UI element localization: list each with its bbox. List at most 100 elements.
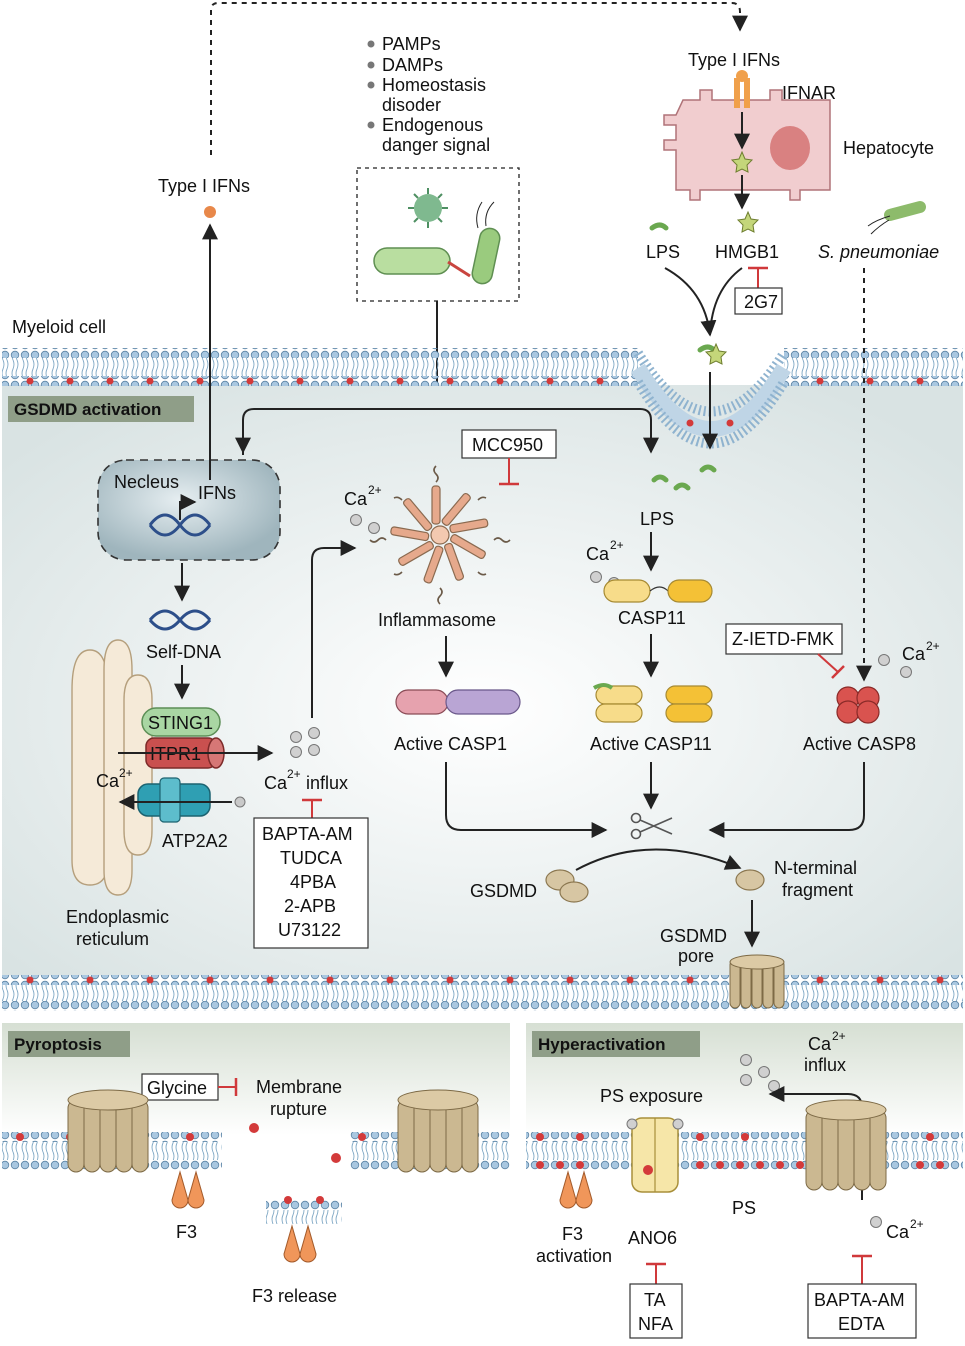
ifn-dot — [204, 206, 216, 218]
casp11-protein-icon — [603, 579, 713, 603]
n-terminal-label-1: N-terminal — [774, 858, 857, 878]
signal-homeostasis: Homeostasis — [382, 75, 486, 95]
z-ietd-inhibit-bar — [831, 665, 845, 679]
lps-fragment-icon — [651, 474, 669, 483]
hyperactivation-badge — [532, 1031, 700, 1057]
hmgb1-in-pit-icon — [704, 342, 728, 365]
ano6-channel-icon — [631, 1117, 679, 1193]
hmgb1-merge-arrow — [709, 267, 743, 336]
inflammasome-complex-icon — [369, 465, 511, 605]
type1-ifns-right-label: Type I IFNs — [688, 50, 780, 70]
lps-in-pit-icon — [697, 344, 717, 353]
inflammasome-ca-charge: 2+ — [368, 483, 382, 497]
active-casp11-label: Active CASP11 — [590, 734, 712, 754]
type1-ifns-left-label: Type I IFNs — [158, 176, 250, 196]
sting1-protein — [141, 707, 221, 737]
2g7-box — [734, 287, 783, 315]
myeloid-cell-label: Myeloid cell — [12, 317, 106, 337]
casp11-ca: Ca — [586, 544, 610, 564]
er-ca-label: Ca — [96, 771, 120, 791]
active-casp11-protein-icon — [592, 683, 713, 723]
casp11-label: CASP11 — [618, 608, 686, 628]
lps-merge-arrow — [664, 267, 717, 337]
ca-inhibitor-5: U73122 — [278, 920, 341, 940]
pyroptosis-badge — [8, 1031, 130, 1057]
ca-ion-icon — [870, 1216, 882, 1228]
er-label-1: Endoplasmic — [66, 907, 169, 927]
inflammasome-ca: Ca — [344, 489, 368, 509]
z-ietd-label: Z-IETD-FMK — [732, 629, 834, 649]
ca-inhibitor-4: 2-APB — [284, 896, 336, 916]
atp2a2-pump — [137, 777, 211, 823]
gsdmd-activation-title: GSDMD activation — [14, 400, 161, 419]
ps-head-icon — [626, 1118, 638, 1130]
feedback-loop-arrow — [242, 408, 659, 455]
active-casp8-label: Active CASP8 — [803, 734, 916, 754]
z-ietd-box — [725, 623, 843, 655]
hepatocyte-label: Hepatocyte — [843, 138, 934, 158]
ca-inhibitor-box — [253, 817, 369, 949]
hyper-ca-bottom-charge: 2+ — [910, 1217, 924, 1231]
hyper-influx-label: influx — [804, 1055, 846, 1075]
casp11-ca-charge: 2+ — [610, 538, 624, 552]
hmgb1-free-icon — [736, 210, 760, 233]
self-dna-label: Self-DNA — [146, 642, 221, 662]
ca-influx-ca: Ca — [264, 773, 288, 793]
bottom-membrane — [2, 975, 963, 1011]
f3-label: F3 — [176, 1222, 197, 1242]
lps-fragment-icon — [699, 464, 717, 473]
transcription-arrow — [179, 494, 197, 520]
ano6-inhibitor-2: NFA — [638, 1314, 673, 1334]
nucleus — [97, 459, 281, 561]
ano6-inhibitor-1: TA — [644, 1290, 666, 1310]
scissors-icon — [630, 812, 673, 840]
gsdmd-protein-icon — [545, 869, 589, 903]
signal-endogenous: Endogenous — [382, 115, 483, 135]
n-terminal-icon — [735, 869, 765, 891]
f3-activation-label-1: F3 — [562, 1224, 583, 1244]
s-pneumoniae-icon — [884, 201, 926, 221]
ca-ion-icon — [878, 654, 890, 666]
pore-icon — [67, 1089, 149, 1173]
ca-to-inflammasome-arrow — [311, 540, 357, 718]
ca-ion-icon — [590, 571, 602, 583]
hyper-ca: Ca — [808, 1034, 832, 1054]
hyper-membrane — [526, 1132, 963, 1170]
ca-inhibitor-2: TUDCA — [280, 848, 342, 868]
membrane-rupture-2: rupture — [270, 1099, 327, 1119]
f3-activation-label-2: activation — [536, 1246, 612, 1266]
casp8-cleave-arrow — [708, 762, 865, 838]
lps-inside-label: LPS — [640, 509, 674, 529]
n-terminal-label-2: fragment — [782, 880, 853, 900]
ps-head-icon — [672, 1118, 684, 1130]
ifn-loop-dashed-line — [210, 1, 748, 155]
ano6-inhibitor-box — [629, 1283, 683, 1339]
inflammasome-label: Inflammasome — [378, 610, 496, 630]
ifnar-label: IFNAR — [782, 83, 836, 103]
top-membrane — [2, 348, 963, 449]
ca-ion-icon — [368, 522, 380, 534]
f3-release-label: F3 release — [252, 1286, 337, 1306]
signal-disoder: disoder — [382, 95, 441, 115]
ifnar-receptor-icon — [734, 70, 750, 108]
ano6-label: ANO6 — [628, 1228, 677, 1248]
hyper-ca-inhibitor-2: EDTA — [838, 1314, 885, 1334]
gsdmd-pore-label-1: GSDMD — [660, 926, 727, 946]
ca-ion-icon — [350, 514, 362, 526]
membrane-rupture-1: Membrane — [256, 1077, 342, 1097]
signal-danger: danger signal — [382, 135, 490, 155]
ca-ion-icon — [900, 666, 912, 678]
ps-exposure-label: PS exposure — [600, 1086, 703, 1106]
active-casp1-label: Active CASP1 — [394, 734, 507, 754]
f3-protein-icon — [171, 1170, 205, 1209]
s-pneumoniae-label: S. pneumoniae — [818, 242, 939, 262]
hyperactivation-title: Hyperactivation — [538, 1035, 666, 1054]
ca-inhibitor-3: 4PBA — [290, 872, 336, 892]
virus-icon — [408, 188, 448, 228]
z-ietd-inhibit-line — [817, 653, 839, 673]
hyper-pore-icon — [805, 1099, 887, 1191]
glycine-box — [141, 1073, 219, 1101]
er-ca-charge: 2+ — [119, 766, 133, 780]
bacterium-icon — [373, 247, 471, 278]
casp8-protein-icon — [836, 686, 880, 724]
